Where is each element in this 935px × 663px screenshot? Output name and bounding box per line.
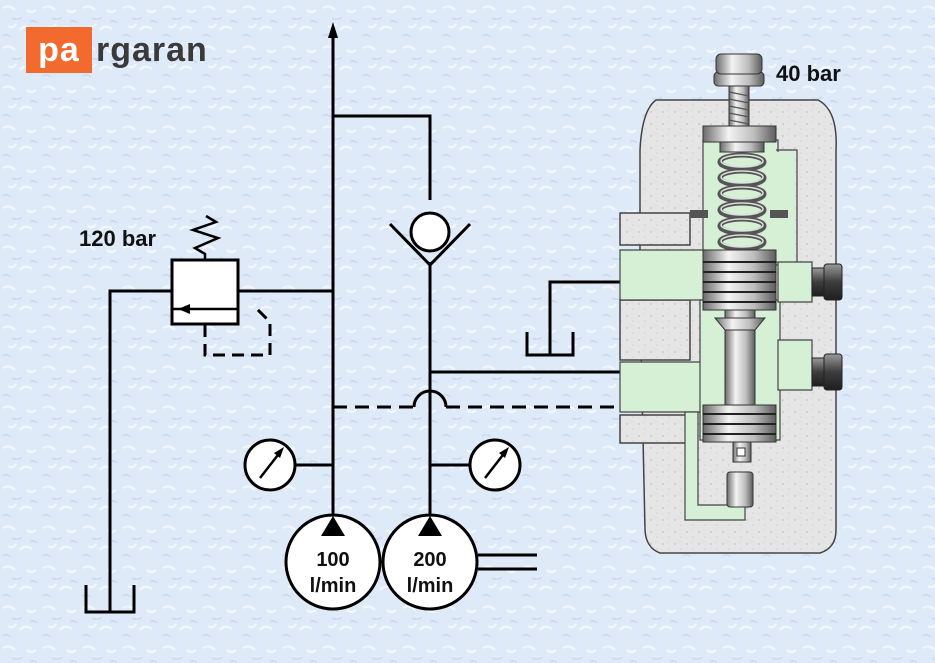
outlet-port bbox=[619, 361, 706, 413]
inlet-port bbox=[619, 249, 706, 301]
pump-2-label: 200 l/min bbox=[395, 547, 465, 599]
pump-2-flow: 200 bbox=[413, 549, 447, 571]
relief-valve-setting: 120 bar bbox=[79, 226, 157, 251]
pump-1-flow: 100 bbox=[316, 549, 350, 571]
relief-drain-pilot bbox=[203, 305, 272, 357]
pump-1-label: 100 l/min bbox=[298, 547, 368, 599]
pump-2-line bbox=[333, 114, 625, 516]
pargaran-logo: pa rgaran bbox=[26, 27, 208, 73]
adjust-nut bbox=[715, 53, 763, 75]
check-valve bbox=[388, 211, 472, 268]
plug-screw-icon bbox=[811, 353, 843, 391]
logo-highlight: pa bbox=[26, 27, 92, 73]
pump-1 bbox=[284, 513, 382, 611]
pilot-piston bbox=[726, 471, 754, 508]
pressure-gauge-icon bbox=[243, 438, 333, 492]
sequence-valve-setting: 40 bar bbox=[776, 61, 841, 86]
relief-valve-line bbox=[108, 289, 333, 612]
tank-line bbox=[548, 280, 625, 355]
sequence-valve-cutaway bbox=[619, 53, 843, 554]
pump-2-unit: l/min bbox=[406, 575, 454, 597]
plug-screw-icon bbox=[811, 263, 843, 301]
pressure-arrow-icon bbox=[328, 22, 338, 38]
relief-valve bbox=[170, 214, 240, 326]
pump-1-unit: l/min bbox=[309, 575, 357, 597]
logo-text: rgaran bbox=[96, 30, 208, 69]
line-crossover bbox=[412, 389, 448, 408]
spring-icon bbox=[189, 214, 222, 260]
pressure-gauge-icon bbox=[430, 438, 522, 492]
pump-2 bbox=[381, 513, 537, 611]
tank-icon bbox=[84, 332, 575, 614]
